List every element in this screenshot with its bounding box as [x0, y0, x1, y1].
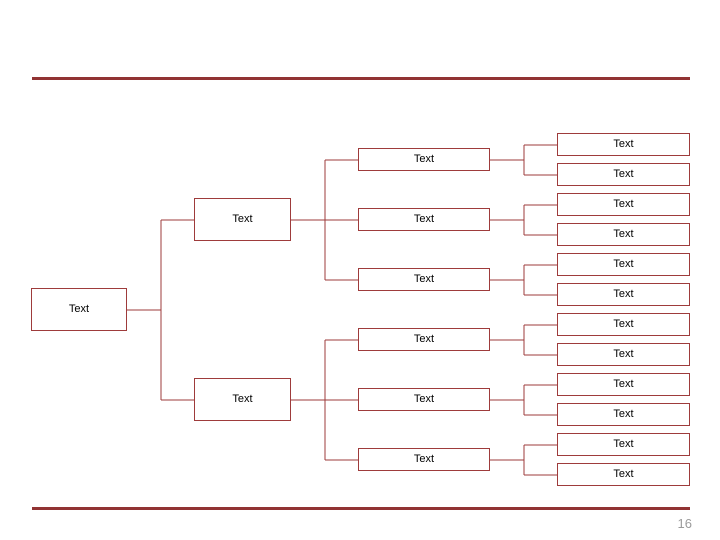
tree-node-n4j[interactable]: Text	[557, 403, 690, 426]
tree-node-n4a[interactable]: Text	[557, 133, 690, 156]
tree-node-label: Text	[413, 393, 435, 405]
tree-node-n4g[interactable]: Text	[557, 313, 690, 336]
tree-node-label: Text	[613, 168, 634, 180]
tree-node-n4k[interactable]: Text	[557, 433, 690, 456]
tree-node-n3f[interactable]: Text	[358, 448, 490, 471]
tree-node-n3a[interactable]: Text	[358, 148, 490, 171]
tree-node-label: Text	[613, 288, 634, 300]
tree-node-n2a[interactable]: Text	[194, 198, 291, 241]
tree-node-label: Text	[413, 453, 435, 465]
tree-node-n4h[interactable]: Text	[557, 343, 690, 366]
tree-node-label: Text	[232, 393, 253, 405]
tree-node-label: Text	[413, 333, 435, 345]
tree-node-n4l[interactable]: Text	[557, 463, 690, 486]
tree-node-n1[interactable]: Text	[31, 288, 127, 331]
tree-node-label: Text	[613, 198, 634, 210]
bottom-divider-rule	[32, 507, 690, 510]
top-divider-rule	[32, 77, 690, 80]
page-number: 16	[677, 516, 692, 531]
tree-node-label: Text	[613, 438, 634, 450]
tree-node-n4i[interactable]: Text	[557, 373, 690, 396]
tree-node-label: Text	[613, 348, 634, 360]
tree-node-n4d[interactable]: Text	[557, 223, 690, 246]
tree-node-label: Text	[413, 273, 435, 285]
tree-node-n4b[interactable]: Text	[557, 163, 690, 186]
tree-node-n4e[interactable]: Text	[557, 253, 690, 276]
tree-node-n3c[interactable]: Text	[358, 268, 490, 291]
tree-node-label: Text	[613, 138, 634, 150]
tree-node-n3e[interactable]: Text	[358, 388, 490, 411]
tree-node-label: Text	[613, 258, 634, 270]
tree-node-label: Text	[613, 378, 634, 390]
tree-node-label: Text	[232, 213, 253, 225]
tree-node-label: Text	[68, 303, 90, 315]
tree-node-n3b[interactable]: Text	[358, 208, 490, 231]
tree-node-n3d[interactable]: Text	[358, 328, 490, 351]
tree-node-label: Text	[613, 318, 634, 330]
tree-node-label: Text	[413, 213, 435, 225]
tree-node-n2b[interactable]: Text	[194, 378, 291, 421]
tree-node-label: Text	[613, 468, 634, 480]
tree-node-label: Text	[413, 153, 435, 165]
tree-node-n4f[interactable]: Text	[557, 283, 690, 306]
tree-node-n4c[interactable]: Text	[557, 193, 690, 216]
tree-node-label: Text	[613, 228, 634, 240]
tree-node-label: Text	[613, 408, 634, 420]
